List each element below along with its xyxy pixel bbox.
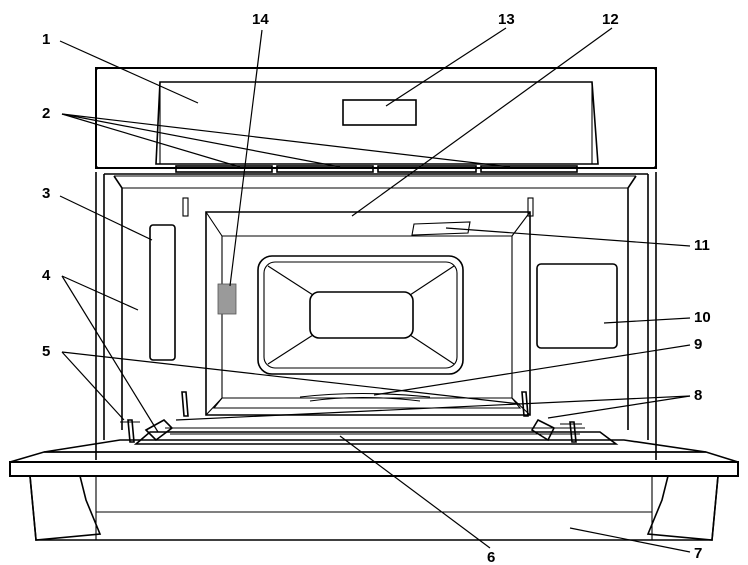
- callout-11: 11: [694, 237, 710, 254]
- callout-4: 4: [42, 267, 51, 284]
- rack-slot-left: [182, 197, 189, 217]
- callout-6: 6: [487, 549, 495, 565]
- rack-supports: [120, 391, 582, 443]
- floor-element: [212, 392, 522, 409]
- callout-labels: 1 2 3 4 5 6 7 8 9 10 11 12 13 14: [42, 11, 711, 565]
- callout-5: 5: [42, 343, 50, 360]
- callout-13: 13: [498, 11, 515, 28]
- left-wall-panel: [149, 224, 176, 361]
- waveguide-cover: [217, 283, 237, 315]
- door-hinges: [144, 418, 556, 442]
- callout-3: 3: [42, 185, 50, 202]
- callout-2: 2: [42, 105, 50, 122]
- control-panel: [95, 67, 657, 169]
- callout-14: 14: [252, 11, 269, 28]
- oven-cavity-frame: [95, 172, 657, 460]
- right-wall-cover: [536, 263, 618, 349]
- back-wall: [205, 211, 531, 416]
- rating-plate: [411, 221, 471, 236]
- vent-slots: [175, 165, 578, 173]
- callout-9: 9: [694, 336, 702, 353]
- callout-7: 7: [694, 545, 702, 562]
- callout-8: 8: [694, 387, 702, 404]
- display-window: [342, 99, 417, 126]
- callout-12: 12: [602, 11, 619, 28]
- leader-lines: [59, 27, 691, 553]
- open-door: [9, 427, 739, 541]
- callout-1: 1: [42, 31, 50, 48]
- fan-cover: [257, 255, 464, 375]
- callout-10: 10: [694, 309, 711, 326]
